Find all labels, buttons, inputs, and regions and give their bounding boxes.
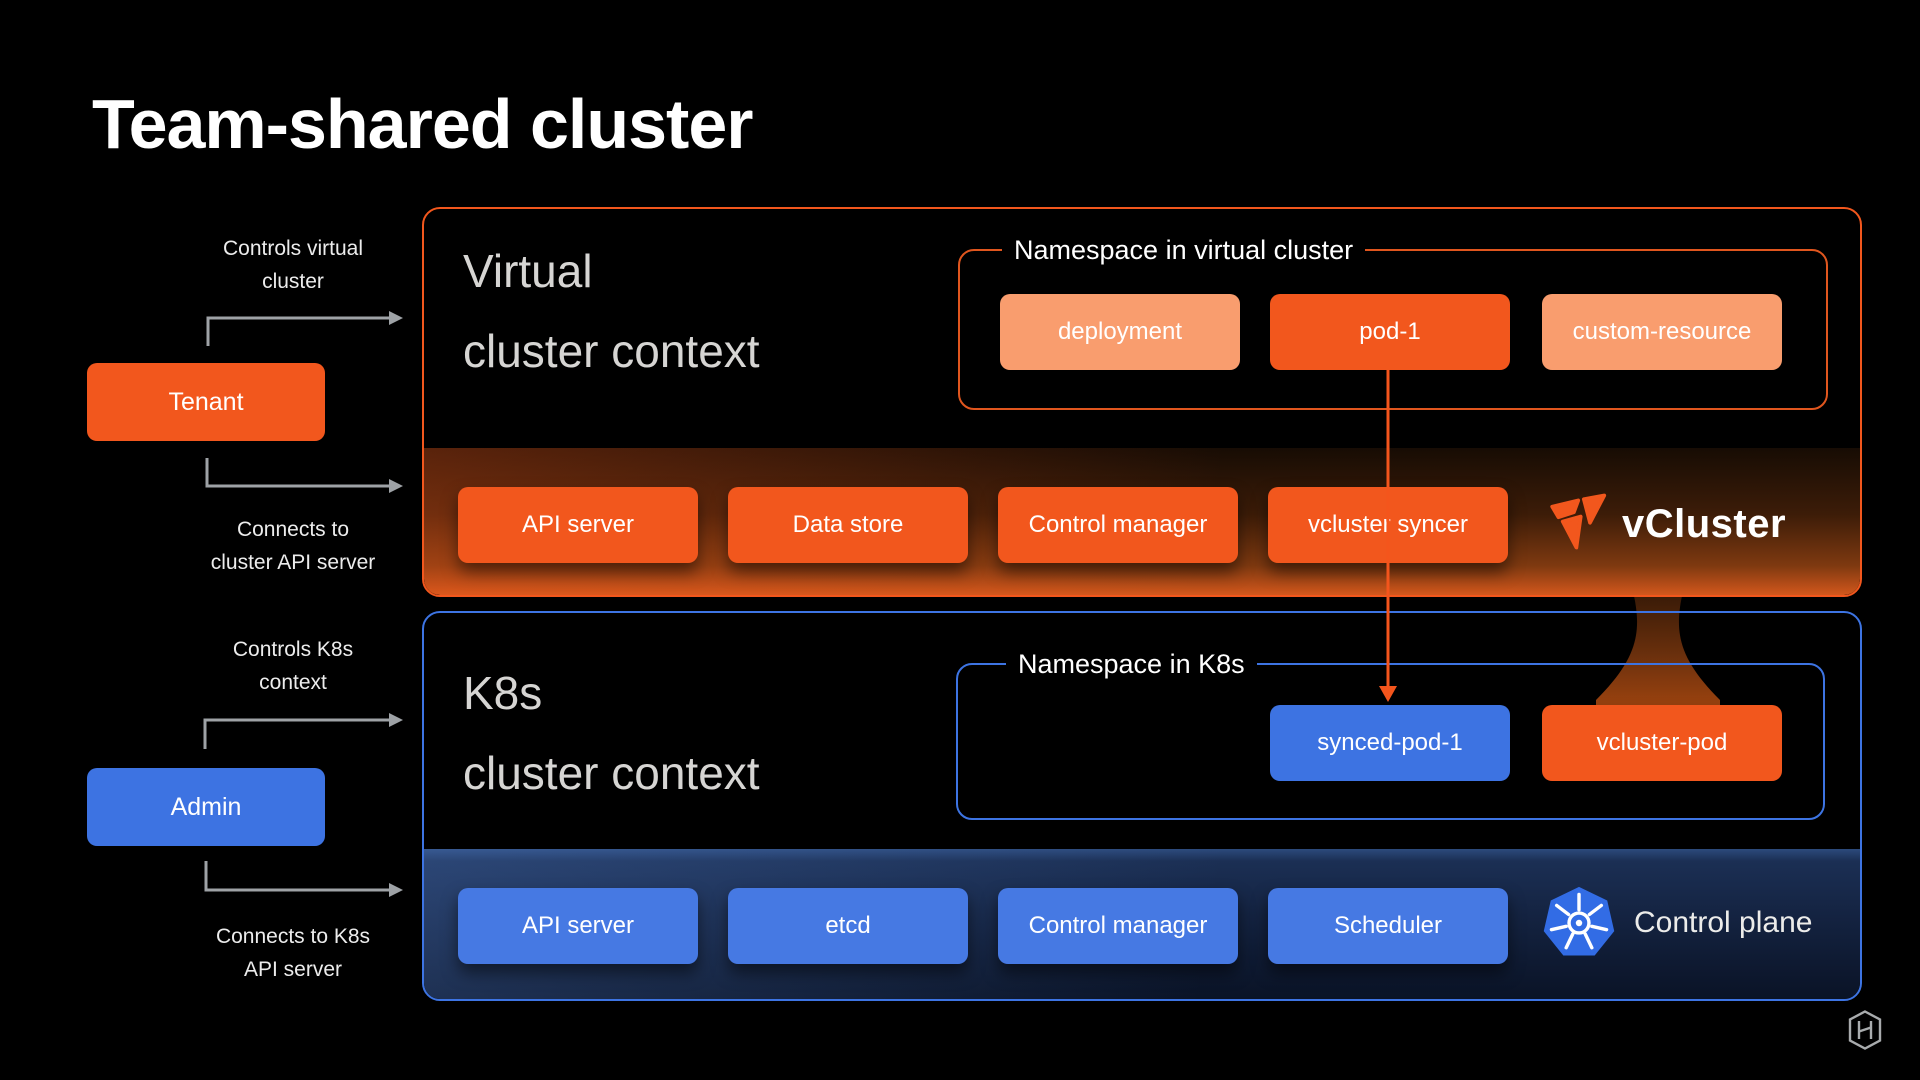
vcluster-control-manager-node: Control manager [998, 487, 1238, 563]
arrow-tenant-connects-api [205, 458, 389, 488]
vcluster-api-server-node: API server [458, 487, 698, 563]
arrow-admin-controls-k8s [203, 718, 389, 749]
vcluster-brand: vCluster [1546, 484, 1846, 564]
page-title: Team-shared cluster [92, 85, 754, 163]
vcluster-logo-icon [1550, 493, 1607, 550]
synced-pod-1-node: synced-pod-1 [1270, 705, 1510, 781]
virtual-cluster-context-box: Virtual cluster context API server Data … [422, 207, 1862, 597]
k8s-control-plane-strip: API server etcd Control manager Schedule… [424, 849, 1860, 999]
hashicorp-logo-icon [1848, 1010, 1882, 1050]
virtual-cluster-context-title: Virtual cluster context [463, 245, 760, 377]
vcluster-syncer-node: vcluster syncer [1268, 487, 1508, 563]
admin-node: Admin [87, 768, 325, 846]
custom-resource-node: custom-resource [1542, 294, 1782, 370]
k8s-api-server-node: API server [458, 888, 698, 964]
k8s-scheduler-node: Scheduler [1268, 888, 1508, 964]
pod-1-node: pod-1 [1270, 294, 1510, 370]
vcluster-pod-node: vcluster-pod [1542, 705, 1782, 781]
namespace-k8s-box: Namespace in K8s synced-pod-1 vcluster-p… [956, 649, 1825, 820]
namespace-k8s-legend: Namespace in K8s [1006, 649, 1257, 680]
k8s-control-manager-node: Control manager [998, 888, 1238, 964]
vcluster-wordmark: vCluster [1622, 501, 1787, 546]
note-controls-k8s-context: Controls K8s context [232, 638, 354, 694]
arrow-tenant-controls-virtual [206, 316, 389, 346]
namespace-virtual-cluster-legend: Namespace in virtual cluster [1002, 235, 1366, 266]
k8s-etcd-node: etcd [728, 888, 968, 964]
namespace-virtual-cluster-box: Namespace in virtual cluster deployment … [958, 235, 1828, 410]
control-plane-label: Control plane [1634, 906, 1813, 939]
note-controls-virtual-cluster: Controls virtual cluster [222, 237, 364, 293]
k8s-cluster-context-title: K8s cluster context [463, 667, 760, 799]
arrow-admin-connects-api [204, 861, 389, 892]
note-connects-k8s-api: Connects to K8s API server [215, 925, 371, 981]
note-connects-cluster-api: Connects to cluster API server [210, 518, 376, 574]
deployment-node: deployment [1000, 294, 1240, 370]
tenant-node: Tenant [87, 363, 325, 441]
vcluster-data-store-node: Data store [728, 487, 968, 563]
vcluster-control-plane-strip: API server Data store Control manager vc… [424, 448, 1860, 595]
kubernetes-logo-icon [1543, 886, 1615, 956]
k8s-cluster-context-box: K8s cluster context API server etcd Cont… [422, 611, 1862, 1001]
k8s-control-plane-brand: Control plane [1540, 880, 1860, 966]
